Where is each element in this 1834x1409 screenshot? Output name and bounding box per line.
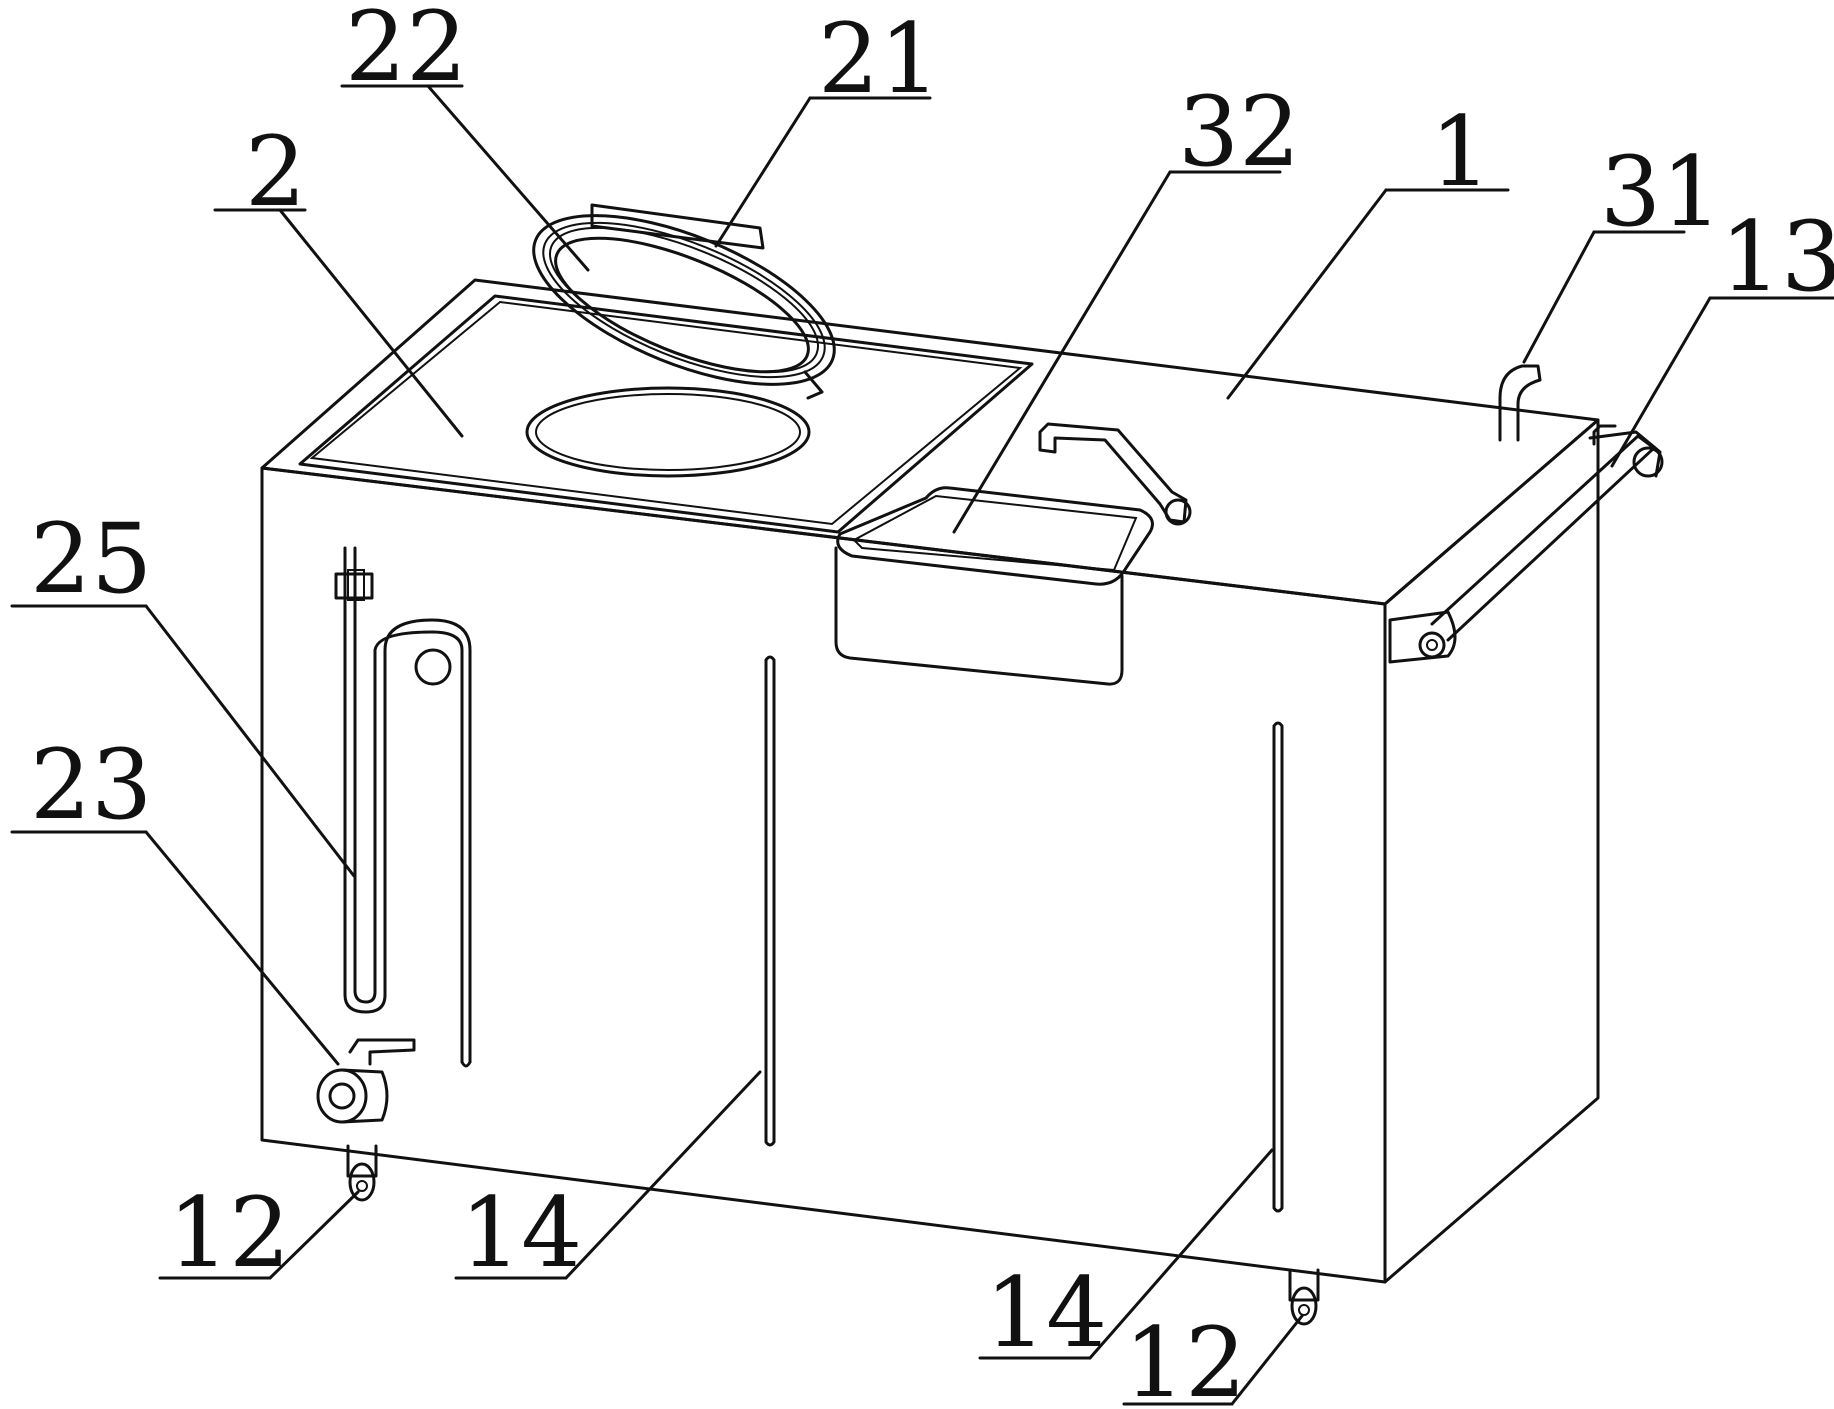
heating-coil [334, 546, 472, 1068]
label-32: 32 [952, 76, 1300, 534]
label-14-right: 14 [978, 1148, 1274, 1369]
label-25: 25 [10, 503, 356, 878]
basket [834, 422, 1192, 686]
level-slots [764, 655, 1284, 1213]
pipe-outlet [1498, 364, 1542, 442]
caster-wheel-left [346, 1144, 378, 1202]
label-21-text: 21 [818, 3, 940, 115]
label-14-right-text: 14 [985, 1257, 1107, 1369]
label-23: 23 [10, 729, 340, 1066]
caster-wheel-right [1288, 1268, 1320, 1326]
label-12-right-text: 12 [1124, 1307, 1246, 1409]
label-14-left-text: 14 [460, 1177, 582, 1289]
label-25-text: 25 [30, 503, 152, 615]
lid [532, 203, 836, 400]
label-13: 13 [1610, 201, 1834, 468]
label-22: 22 [340, 0, 590, 272]
label-2: 2 [213, 116, 464, 438]
label-31-text: 31 [1600, 136, 1722, 248]
label-31: 31 [1522, 136, 1722, 364]
label-13-text: 13 [1720, 201, 1834, 313]
label-23-text: 23 [30, 729, 152, 841]
label-14-left: 14 [454, 1070, 762, 1289]
label-22-text: 22 [345, 0, 467, 103]
label-12-left-text: 12 [168, 1177, 290, 1289]
label-32-text: 32 [1178, 76, 1300, 188]
push-handle [1388, 424, 1664, 664]
left-chamber-top [298, 294, 1034, 534]
tank-body [260, 278, 1600, 1284]
label-12-right: 12 [1122, 1307, 1304, 1409]
label-21: 21 [714, 3, 940, 248]
label-12-left: 12 [158, 1177, 360, 1289]
label-1: 1 [1226, 96, 1510, 400]
drain-valve [316, 1038, 416, 1124]
